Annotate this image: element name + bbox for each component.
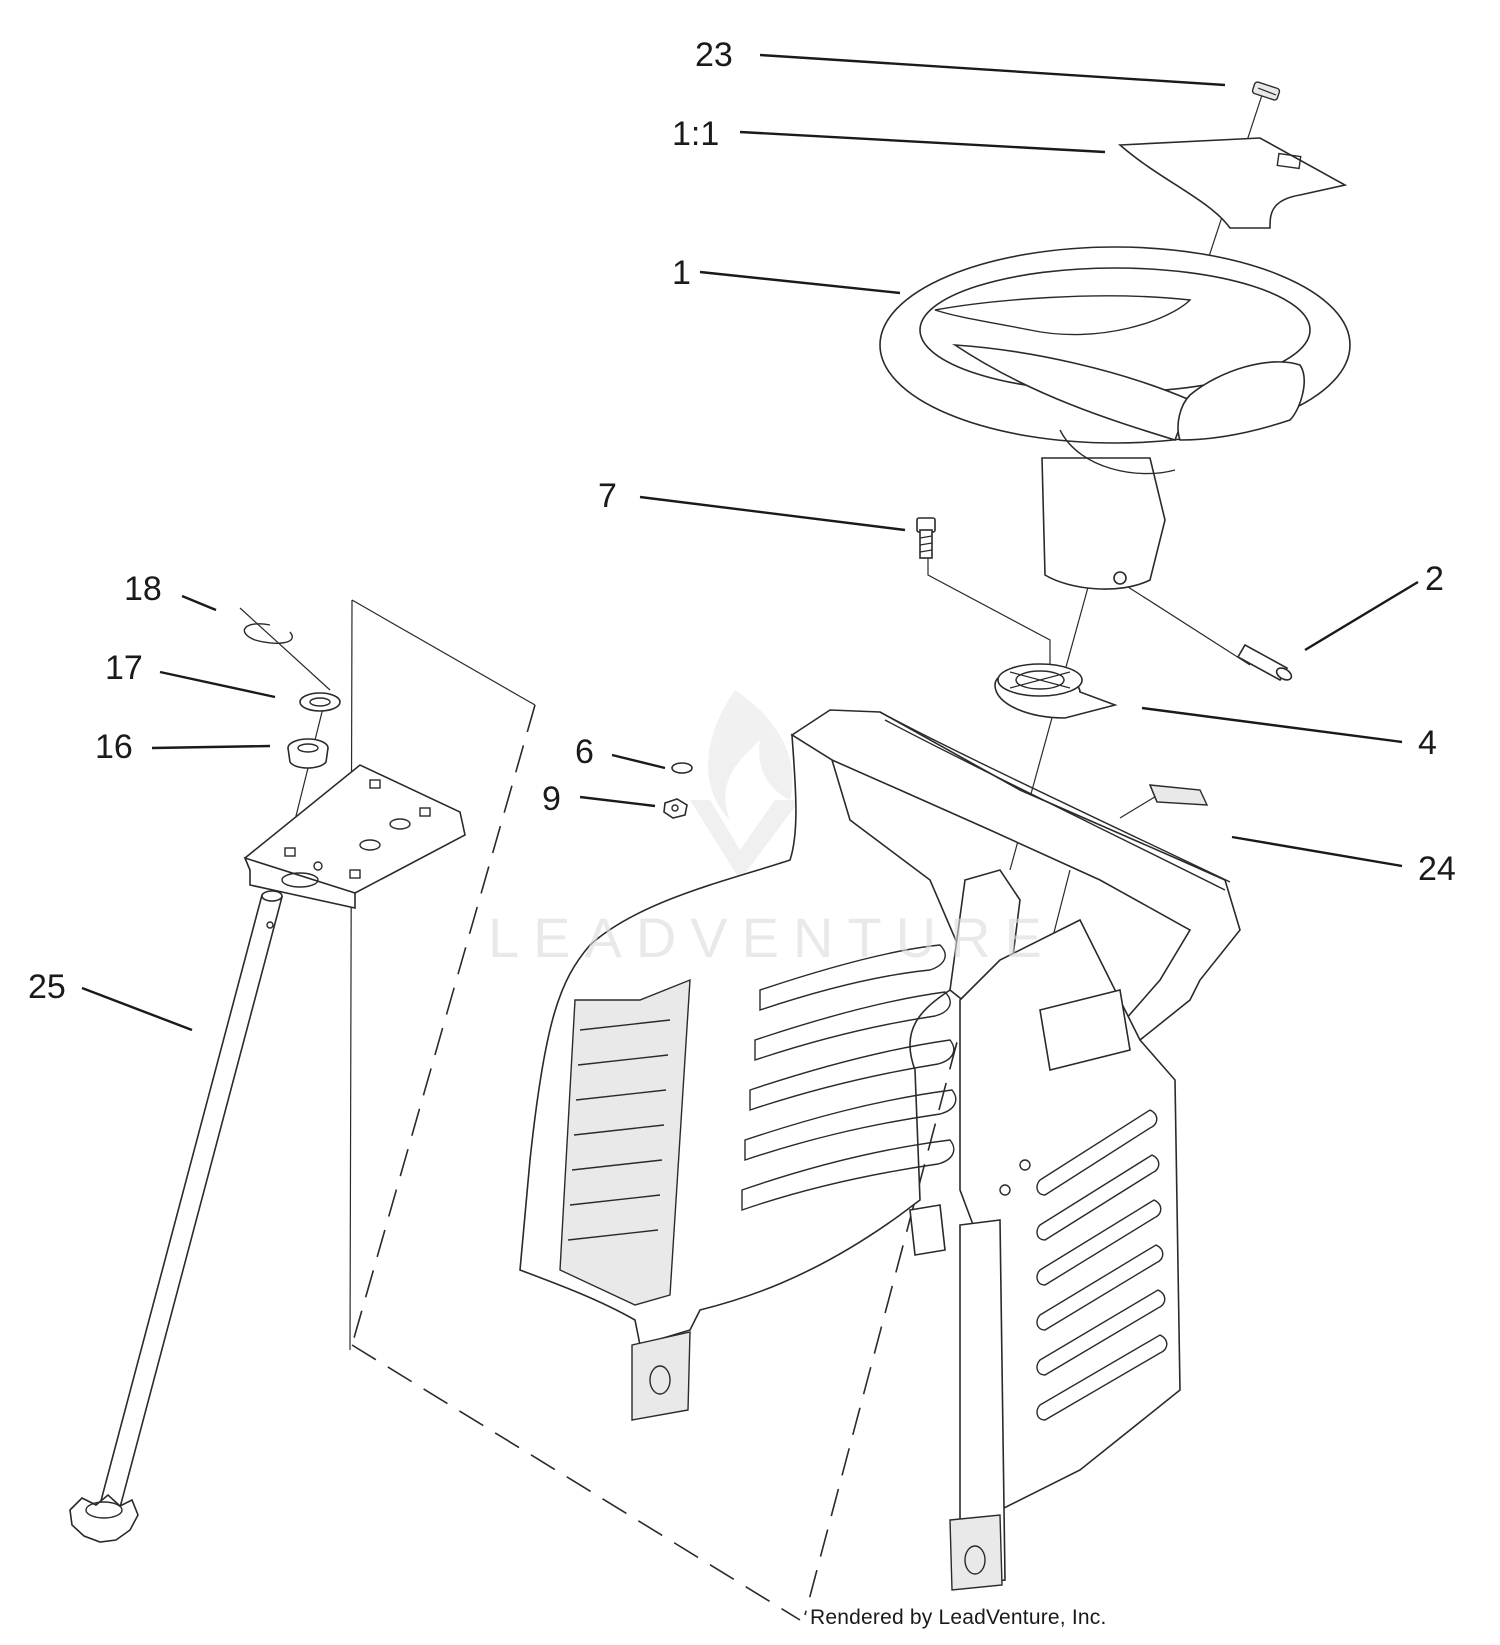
callout-23: 23: [695, 36, 733, 74]
callout-17: 17: [105, 649, 143, 687]
callout-9: 9: [542, 780, 561, 818]
part-7-bolt: [916, 517, 936, 559]
part-18-retaining-ring: [243, 623, 293, 644]
part-16-bushing: [287, 738, 329, 769]
part-25-steering-shaft: [69, 890, 284, 1543]
callout-4: 4: [1418, 724, 1437, 762]
vent-slats-right: [1036, 1109, 1168, 1421]
part-1-1-insert: [1117, 137, 1348, 229]
vent-slats-left: [567, 1019, 671, 1241]
mounting-frame-lines: [239, 599, 801, 1621]
part-23-clip: [1251, 81, 1281, 101]
leader-lines: [81, 53, 1419, 1032]
render-credit: Rendered by LeadVenture, Inc.: [810, 1606, 1107, 1629]
callout-1-1: 1:1: [672, 115, 720, 153]
part-6-washer: [671, 762, 693, 774]
mounting-plate: [243, 764, 466, 909]
callout-24: 24: [1418, 850, 1456, 888]
callout-18: 18: [124, 570, 162, 608]
callout-2: 2: [1425, 560, 1444, 598]
callout-7: 7: [598, 477, 617, 515]
part-17-washer: [299, 692, 341, 712]
callout-6: 6: [575, 733, 594, 771]
console-housing: [519, 709, 1241, 1591]
callout-1: 1: [672, 254, 691, 292]
part-24-pad: [1148, 784, 1209, 806]
callout-25: 25: [28, 968, 66, 1006]
watermark-logo: [690, 690, 800, 880]
callout-16: 16: [95, 728, 133, 766]
part-4-hub: [994, 663, 1118, 719]
part-2-roll-pin: [1236, 643, 1293, 682]
watermark-text: LEADVENTURE: [488, 906, 1056, 969]
front-ribs: [741, 944, 957, 1211]
part-1-steering-wheel: [879, 246, 1351, 590]
part-9-nut: [663, 798, 688, 819]
